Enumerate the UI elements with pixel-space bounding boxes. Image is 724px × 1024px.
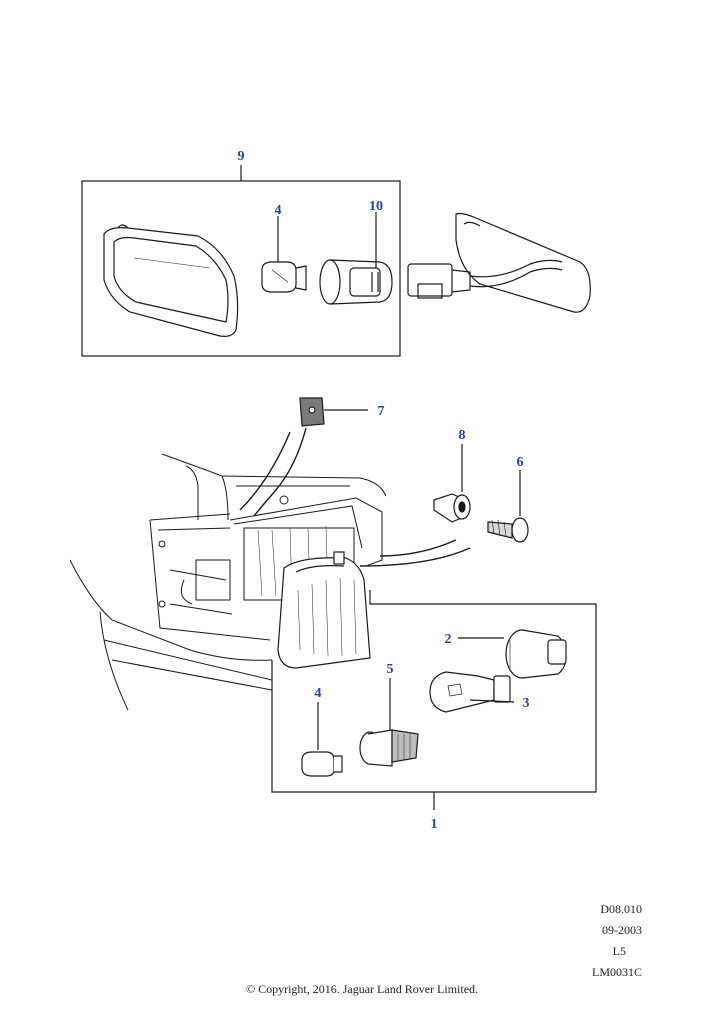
bulb-3 — [429, 671, 515, 713]
callout-8: 8 — [459, 428, 466, 443]
repeater-lens — [103, 224, 239, 337]
diagram-level: L5 — [612, 944, 626, 958]
callout-2: 2 — [445, 632, 452, 647]
callout-labels: 9 4 10 7 8 6 2 5 4 3 1 — [238, 149, 530, 832]
callout-10: 10 — [369, 199, 383, 214]
callout-1: 1 — [431, 817, 438, 832]
diagram-reference: LM0031C — [591, 965, 642, 979]
callout-3: 3 — [523, 696, 530, 711]
wedge-bulb-bottom — [301, 702, 343, 777]
connector-and-housing — [407, 212, 591, 313]
wedge-bulb-top — [261, 216, 307, 293]
diagram-date: 09-2003 — [602, 923, 642, 937]
bulb-holder-10 — [319, 212, 393, 305]
diagram-code: D08.010 — [600, 902, 642, 916]
callout-6: 6 — [517, 455, 524, 470]
indicator-lamp-unit — [277, 551, 371, 669]
vehicle-front-corner — [69, 453, 387, 711]
side-repeater-group — [81, 165, 591, 357]
kit-frame-1 — [271, 590, 597, 810]
bulb-holder-5 — [359, 678, 419, 767]
callout-4-bottom: 4 — [315, 686, 322, 701]
grommet-8 — [379, 444, 471, 557]
clip-7 — [239, 397, 368, 517]
bulb-holder-2 — [458, 629, 567, 679]
screw-6 — [359, 470, 529, 567]
callout-9: 9 — [238, 149, 245, 164]
callout-5: 5 — [387, 662, 394, 677]
callout-7: 7 — [378, 404, 385, 419]
callout-4-top: 4 — [275, 203, 282, 218]
copyright-footer: © Copyright, 2016. Jaguar Land Rover Lim… — [245, 982, 479, 996]
